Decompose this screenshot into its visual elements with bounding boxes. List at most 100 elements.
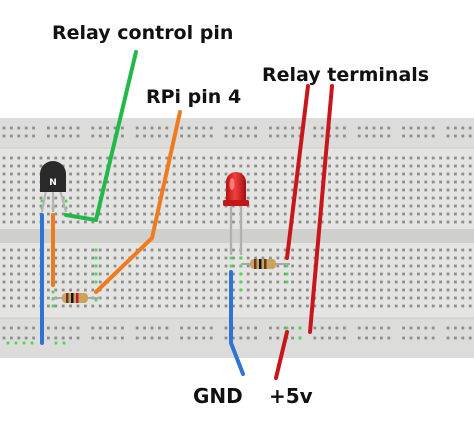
terminal-hole: [217, 156, 220, 160]
terminal-hole: [372, 256, 376, 260]
terminal-hole: [232, 280, 235, 284]
rail-hole: [32, 126, 35, 130]
terminal-hole: [180, 264, 183, 268]
terminal-hole: [106, 220, 109, 224]
rail-hole: [232, 126, 235, 130]
rail-hole: [343, 336, 346, 340]
terminal-hole: [158, 304, 161, 308]
rail-hole: [150, 134, 154, 138]
terminal-hole: [394, 188, 398, 192]
rail-hole: [47, 126, 50, 130]
terminal-hole: [350, 196, 354, 200]
terminal-hole: [172, 288, 176, 292]
terminal-hole: [328, 180, 331, 184]
terminal-hole: [269, 212, 272, 216]
rail-hole: [91, 134, 95, 138]
terminal-hole: [91, 248, 95, 252]
rail-hole: [24, 134, 28, 138]
terminal-hole: [69, 264, 72, 268]
rail-hole: [328, 134, 331, 138]
rail-hole: [17, 336, 21, 340]
rail-hole: [328, 326, 331, 330]
rail-hole: [195, 134, 198, 138]
terminal-hole: [128, 212, 132, 216]
terminal-hole: [224, 304, 228, 308]
terminal-hole: [306, 272, 309, 276]
terminal-hole: [187, 180, 191, 184]
terminal-hole: [387, 256, 391, 260]
terminal-hole: [254, 156, 257, 160]
terminal-hole: [269, 304, 272, 308]
terminal-hole: [150, 196, 154, 200]
terminal-hole: [143, 204, 146, 208]
terminal-hole: [150, 256, 154, 260]
rail-hole: [121, 134, 124, 138]
terminal-hole: [187, 164, 191, 168]
terminal-hole: [409, 212, 413, 216]
terminal-hole: [121, 212, 124, 216]
terminal-hole: [10, 172, 13, 176]
terminal-hole: [313, 220, 317, 224]
terminal-hole: [143, 296, 146, 300]
terminal-hole: [224, 156, 228, 160]
terminal-hole: [180, 156, 183, 160]
terminal-hole: [246, 272, 250, 276]
terminal-hole: [135, 272, 139, 276]
rail-hole: [2, 134, 6, 138]
terminal-hole: [454, 272, 457, 276]
connected-hole: [298, 336, 302, 340]
terminal-hole: [402, 248, 405, 252]
terminal-hole: [98, 172, 102, 176]
terminal-hole: [17, 180, 21, 184]
terminal-hole: [187, 220, 191, 224]
terminal-hole: [224, 296, 228, 300]
terminal-hole: [402, 304, 405, 308]
terminal-hole: [98, 256, 102, 260]
terminal-hole: [246, 304, 250, 308]
terminal-hole: [32, 204, 35, 208]
rail-hole: [454, 326, 457, 330]
rail-hole: [417, 134, 420, 138]
terminal-hole: [32, 304, 35, 308]
connected-hole: [94, 272, 98, 276]
terminal-hole: [350, 288, 354, 292]
terminal-hole: [61, 304, 65, 308]
terminal-hole: [306, 304, 309, 308]
terminal-hole: [417, 180, 420, 184]
terminal-hole: [98, 248, 102, 252]
terminal-hole: [387, 296, 391, 300]
terminal-hole: [424, 204, 428, 208]
terminal-hole: [424, 304, 428, 308]
terminal-hole: [357, 180, 361, 184]
terminal-hole: [387, 248, 391, 252]
terminal-hole: [313, 188, 317, 192]
terminal-hole: [10, 304, 13, 308]
terminal-hole: [468, 164, 472, 168]
rail-hole: [180, 336, 183, 340]
terminal-hole: [320, 296, 324, 300]
terminal-hole: [98, 212, 102, 216]
terminal-hole: [313, 172, 317, 176]
terminal-hole: [128, 272, 132, 276]
rail-hole: [180, 326, 183, 330]
rail-hole: [446, 126, 450, 130]
breadboard-center-channel: [0, 229, 474, 243]
terminal-hole: [320, 264, 324, 268]
terminal-hole: [357, 288, 361, 292]
terminal-hole: [47, 272, 50, 276]
rail-hole: [380, 126, 383, 130]
terminal-hole: [47, 220, 50, 224]
terminal-hole: [402, 212, 405, 216]
terminal-hole: [335, 180, 339, 184]
terminal-hole: [121, 272, 124, 276]
terminal-hole: [76, 256, 80, 260]
terminal-hole: [224, 220, 228, 224]
rail-hole: [47, 326, 50, 330]
terminal-hole: [380, 280, 383, 284]
terminal-hole: [246, 188, 250, 192]
connected-hole: [94, 298, 98, 302]
terminal-hole: [76, 248, 80, 252]
terminal-hole: [424, 248, 428, 252]
terminal-hole: [246, 172, 250, 176]
